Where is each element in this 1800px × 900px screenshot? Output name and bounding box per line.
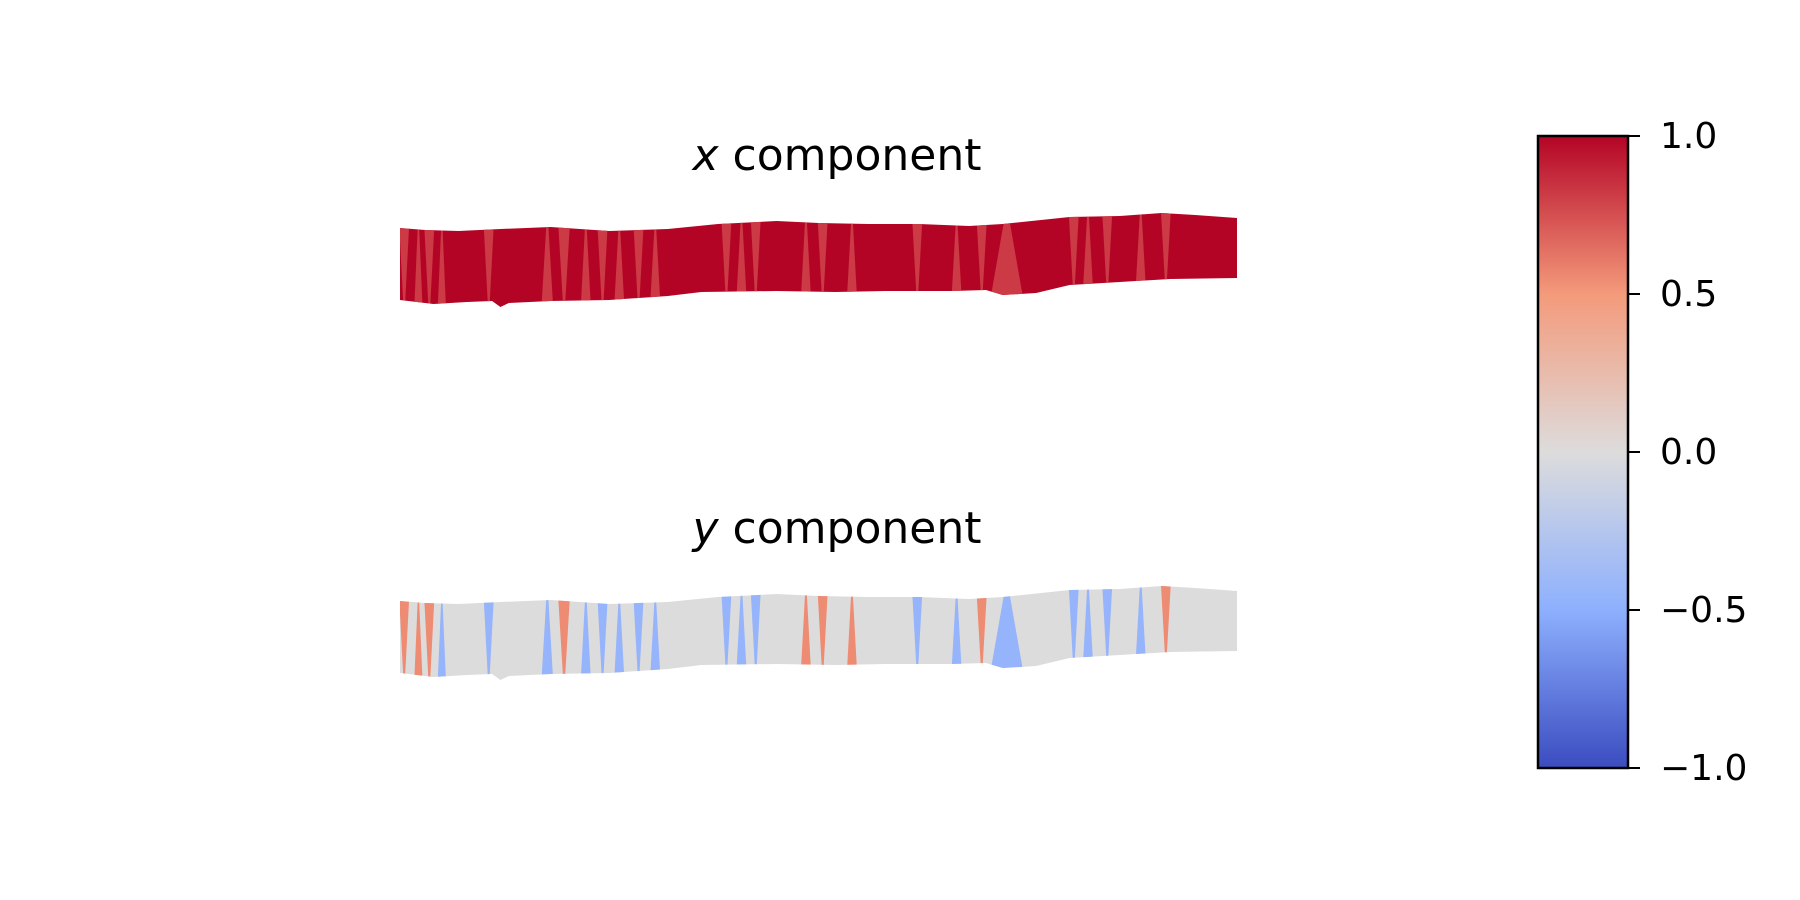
colorbar-tick-label-3: −0.5 <box>1660 590 1747 631</box>
panel-y-stripe <box>1102 586 1113 662</box>
panel-x-stripe <box>1135 213 1146 287</box>
panel-y-stripe <box>736 591 747 671</box>
colorbar-tick-label-2: 0.0 <box>1660 432 1717 473</box>
panel-y-title-var: y <box>691 503 720 554</box>
panel-y-title: y component <box>691 503 982 554</box>
panel-x-stripe <box>558 223 570 307</box>
colorbar-tick-label-4: −1.0 <box>1660 748 1747 789</box>
panel-y-stripe <box>1082 586 1094 663</box>
panel-x-stripe <box>1160 213 1171 286</box>
panel-y-stripe <box>990 592 1024 674</box>
panel-y-heatmap <box>400 586 1237 680</box>
panel-x-title-var: x <box>691 130 720 181</box>
panel-x-stripe <box>614 226 625 306</box>
panel-x-stripe <box>951 221 962 297</box>
panel-y-stripe <box>424 599 435 680</box>
panel-x-stripe <box>846 219 858 298</box>
panel-y-stripe <box>580 598 591 680</box>
panel-y-stripe <box>1068 586 1079 664</box>
panel-y-stripe <box>400 597 410 680</box>
panel-x-stripe <box>400 224 410 307</box>
panel-x-stripe <box>750 218 761 298</box>
panel-y-stripe <box>976 594 987 670</box>
panel-x-stripe <box>597 226 608 307</box>
panel-x-stripe <box>736 218 747 298</box>
panel-x-stripe <box>912 220 923 297</box>
panel-x-stripe <box>633 226 644 304</box>
panel-x-title-rest: component <box>719 130 982 181</box>
panel-y-stripe <box>597 599 608 680</box>
panel-x-stripe <box>414 225 423 307</box>
panel-y-stripe <box>483 598 494 680</box>
colorbar-tick-label-1: 0.5 <box>1660 274 1717 315</box>
panel-x-stripe <box>976 221 987 297</box>
panel-y-stripe <box>750 591 761 671</box>
panel-x-stripe <box>800 218 811 298</box>
panel-y-stripe <box>951 594 962 670</box>
panel-x-stripe <box>1068 213 1079 291</box>
panel-x-stripe <box>650 225 661 303</box>
panel-y-stripe <box>541 596 554 680</box>
panel-y-stripe <box>800 591 811 671</box>
panel-x-title: x component <box>691 130 982 181</box>
panel-y-stripe <box>1160 586 1171 659</box>
panel-x-stripe <box>541 223 554 307</box>
panel-y-stripe <box>817 592 828 671</box>
colorbar-tick-label-0: 1.0 <box>1660 116 1717 157</box>
panel-x-heatmap <box>400 213 1237 307</box>
panel-y-stripe <box>846 592 858 671</box>
panel-x-stripe <box>437 226 447 307</box>
panel-x-stripe <box>817 219 828 298</box>
colorbar-gradient <box>1536 134 1630 770</box>
panel-x-stripe <box>1082 213 1094 290</box>
panel-x-stripe <box>580 225 591 307</box>
panel-y-stripe <box>1135 586 1146 660</box>
panel-x-stripe <box>483 225 494 307</box>
panel-y-title-rest: component <box>719 503 982 554</box>
panel-y-stripe <box>633 599 644 677</box>
panel-x-stripe <box>1102 213 1113 289</box>
colorbar-ticks: 1.0 0.5 0.0 −0.5 −1.0 <box>1628 116 1747 789</box>
panel-y-stripe <box>558 596 570 680</box>
panel-y-stripe <box>414 598 423 680</box>
panel-x-stripe <box>721 219 732 298</box>
panel-x-stripe <box>990 219 1024 301</box>
panel-y-stripe <box>650 598 661 676</box>
colorbar: 1.0 0.5 0.0 −0.5 −1.0 <box>1536 116 1747 789</box>
panel-x-stripe <box>424 226 435 307</box>
panel-y-stripe <box>437 599 447 680</box>
panel-y-stripe <box>721 592 732 671</box>
panel-y-stripe <box>614 599 625 679</box>
panel-y-stripe <box>912 593 923 670</box>
